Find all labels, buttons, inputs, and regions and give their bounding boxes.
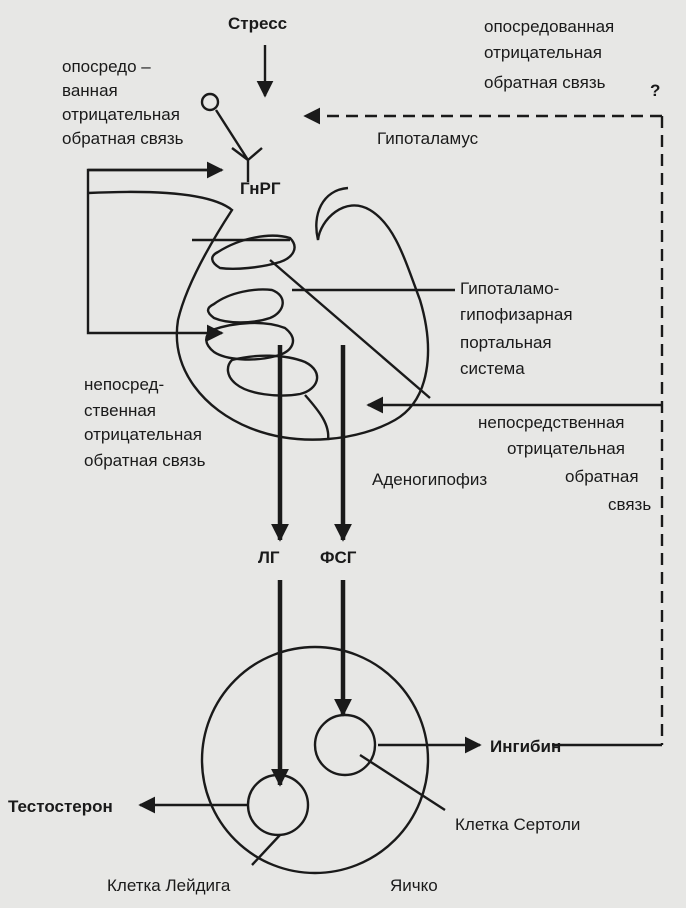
adenohypophysis-label: Аденогипофиз: [372, 470, 487, 489]
direct-left-line1: непосред-: [84, 375, 164, 394]
portal-system-line3: портальная: [460, 333, 552, 352]
portal-vessel-5: [305, 395, 328, 440]
mediated-left-line4: обратная связь: [62, 129, 184, 148]
testosterone-label: Тестостерон: [8, 797, 113, 816]
direct-right-line3: обратная: [565, 467, 639, 486]
pituitary-stalk-line: [270, 260, 430, 398]
mediated-left-line3: отрицательная: [62, 105, 180, 124]
portal-vessel-4: [228, 356, 317, 396]
mediated-left-line2: ванная: [62, 81, 118, 100]
mediated-right-line2: отрицательная: [484, 43, 602, 62]
direct-right-line1: непосредственная: [478, 413, 624, 432]
lh-label: ЛГ: [258, 548, 280, 567]
sertoli-pointer: [360, 755, 445, 810]
gnrh-label: ГнРГ: [240, 179, 281, 198]
direct-left-line4: обратная связь: [84, 451, 206, 470]
direct-right-line2: отрицательная: [507, 439, 625, 458]
testis-label: Яичко: [390, 876, 438, 895]
question-mark: ?: [650, 81, 660, 100]
stress-label: Стресс: [228, 14, 287, 33]
direct-left-line3: отрицательная: [84, 425, 202, 444]
leydig-cell-label: Клетка Лейдига: [107, 876, 231, 895]
direct-right-line4: связь: [608, 495, 651, 514]
portal-system-line1: Гипоталамо-: [460, 279, 559, 298]
fsh-label: ФСГ: [320, 548, 357, 567]
portal-vessel-2: [208, 290, 283, 323]
neuron-soma: [202, 94, 218, 110]
portal-system-line4: система: [460, 359, 525, 378]
mediated-left-line1: опосредо –: [62, 57, 151, 76]
hypothalamus-label: Гипоталамус: [377, 129, 479, 148]
direct-left-line2: ственная: [84, 401, 156, 420]
testis-circle: [202, 647, 428, 873]
mediated-right-line1: опосредованная: [484, 17, 614, 36]
sertoli-cell-circle: [315, 715, 375, 775]
portal-system-line2: гипофизарная: [460, 305, 573, 324]
inhibin-label: Ингибин: [490, 737, 561, 756]
mediated-right-line3: обратная связь: [484, 73, 606, 92]
sertoli-cell-label: Клетка Сертоли: [455, 815, 580, 834]
left-feedback-line: [88, 170, 222, 333]
neuron-axon: [216, 110, 262, 182]
